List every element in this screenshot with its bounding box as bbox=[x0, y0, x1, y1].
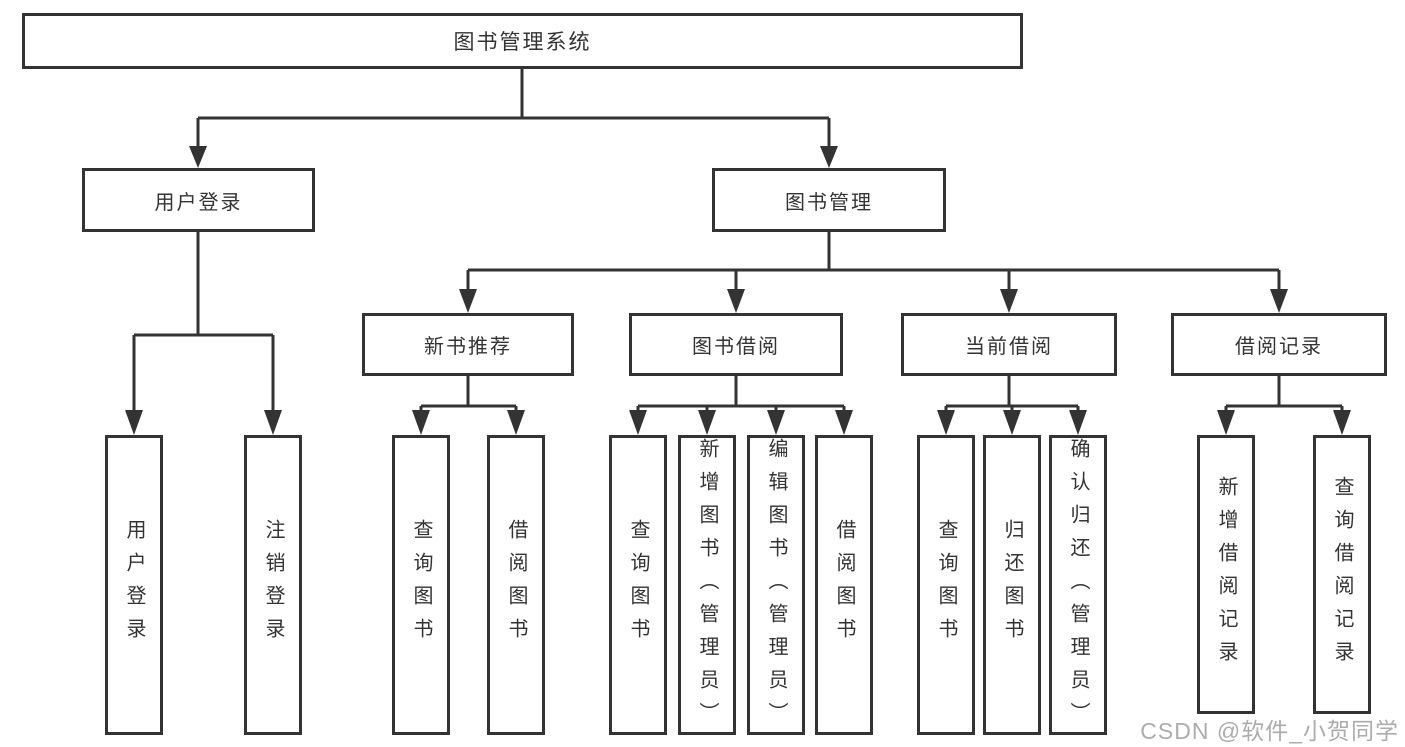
leaf-logout: 注销登录 bbox=[244, 435, 302, 735]
leaf-return-books: 归还图书 bbox=[983, 435, 1041, 735]
leaf-borrow-books-recommend: 借阅图书 bbox=[487, 435, 545, 735]
node-book-borrow: 图书借阅 bbox=[629, 313, 843, 376]
node-book-management: 图书管理 bbox=[712, 168, 946, 232]
csdn-watermark: CSDN @软件_小贺同学 bbox=[1140, 718, 1399, 744]
leaf-query-borrow-record: 查询借阅记录 bbox=[1313, 435, 1371, 714]
leaf-borrow-books: 借阅图书 bbox=[815, 435, 873, 735]
node-current-borrow: 当前借阅 bbox=[901, 313, 1117, 376]
leaf-add-borrow-record: 新增借阅记录 bbox=[1197, 435, 1255, 714]
leaf-query-books-recommend: 查询图书 bbox=[392, 435, 450, 735]
leaf-add-books-admin: 新增图书（管理员） bbox=[678, 435, 736, 735]
node-root: 图书管理系统 bbox=[22, 13, 1023, 69]
leaf-confirm-return-admin: 确认归还（管理员） bbox=[1049, 435, 1107, 735]
node-new-book-recommend: 新书推荐 bbox=[362, 313, 574, 376]
leaf-user-login: 用户登录 bbox=[105, 435, 163, 735]
leaf-query-books-current: 查询图书 bbox=[917, 435, 975, 735]
leaf-query-books-borrow: 查询图书 bbox=[609, 435, 667, 735]
node-user-login: 用户登录 bbox=[82, 168, 315, 232]
leaf-edit-books-admin: 编辑图书（管理员） bbox=[747, 435, 805, 735]
node-borrow-records: 借阅记录 bbox=[1171, 313, 1387, 376]
